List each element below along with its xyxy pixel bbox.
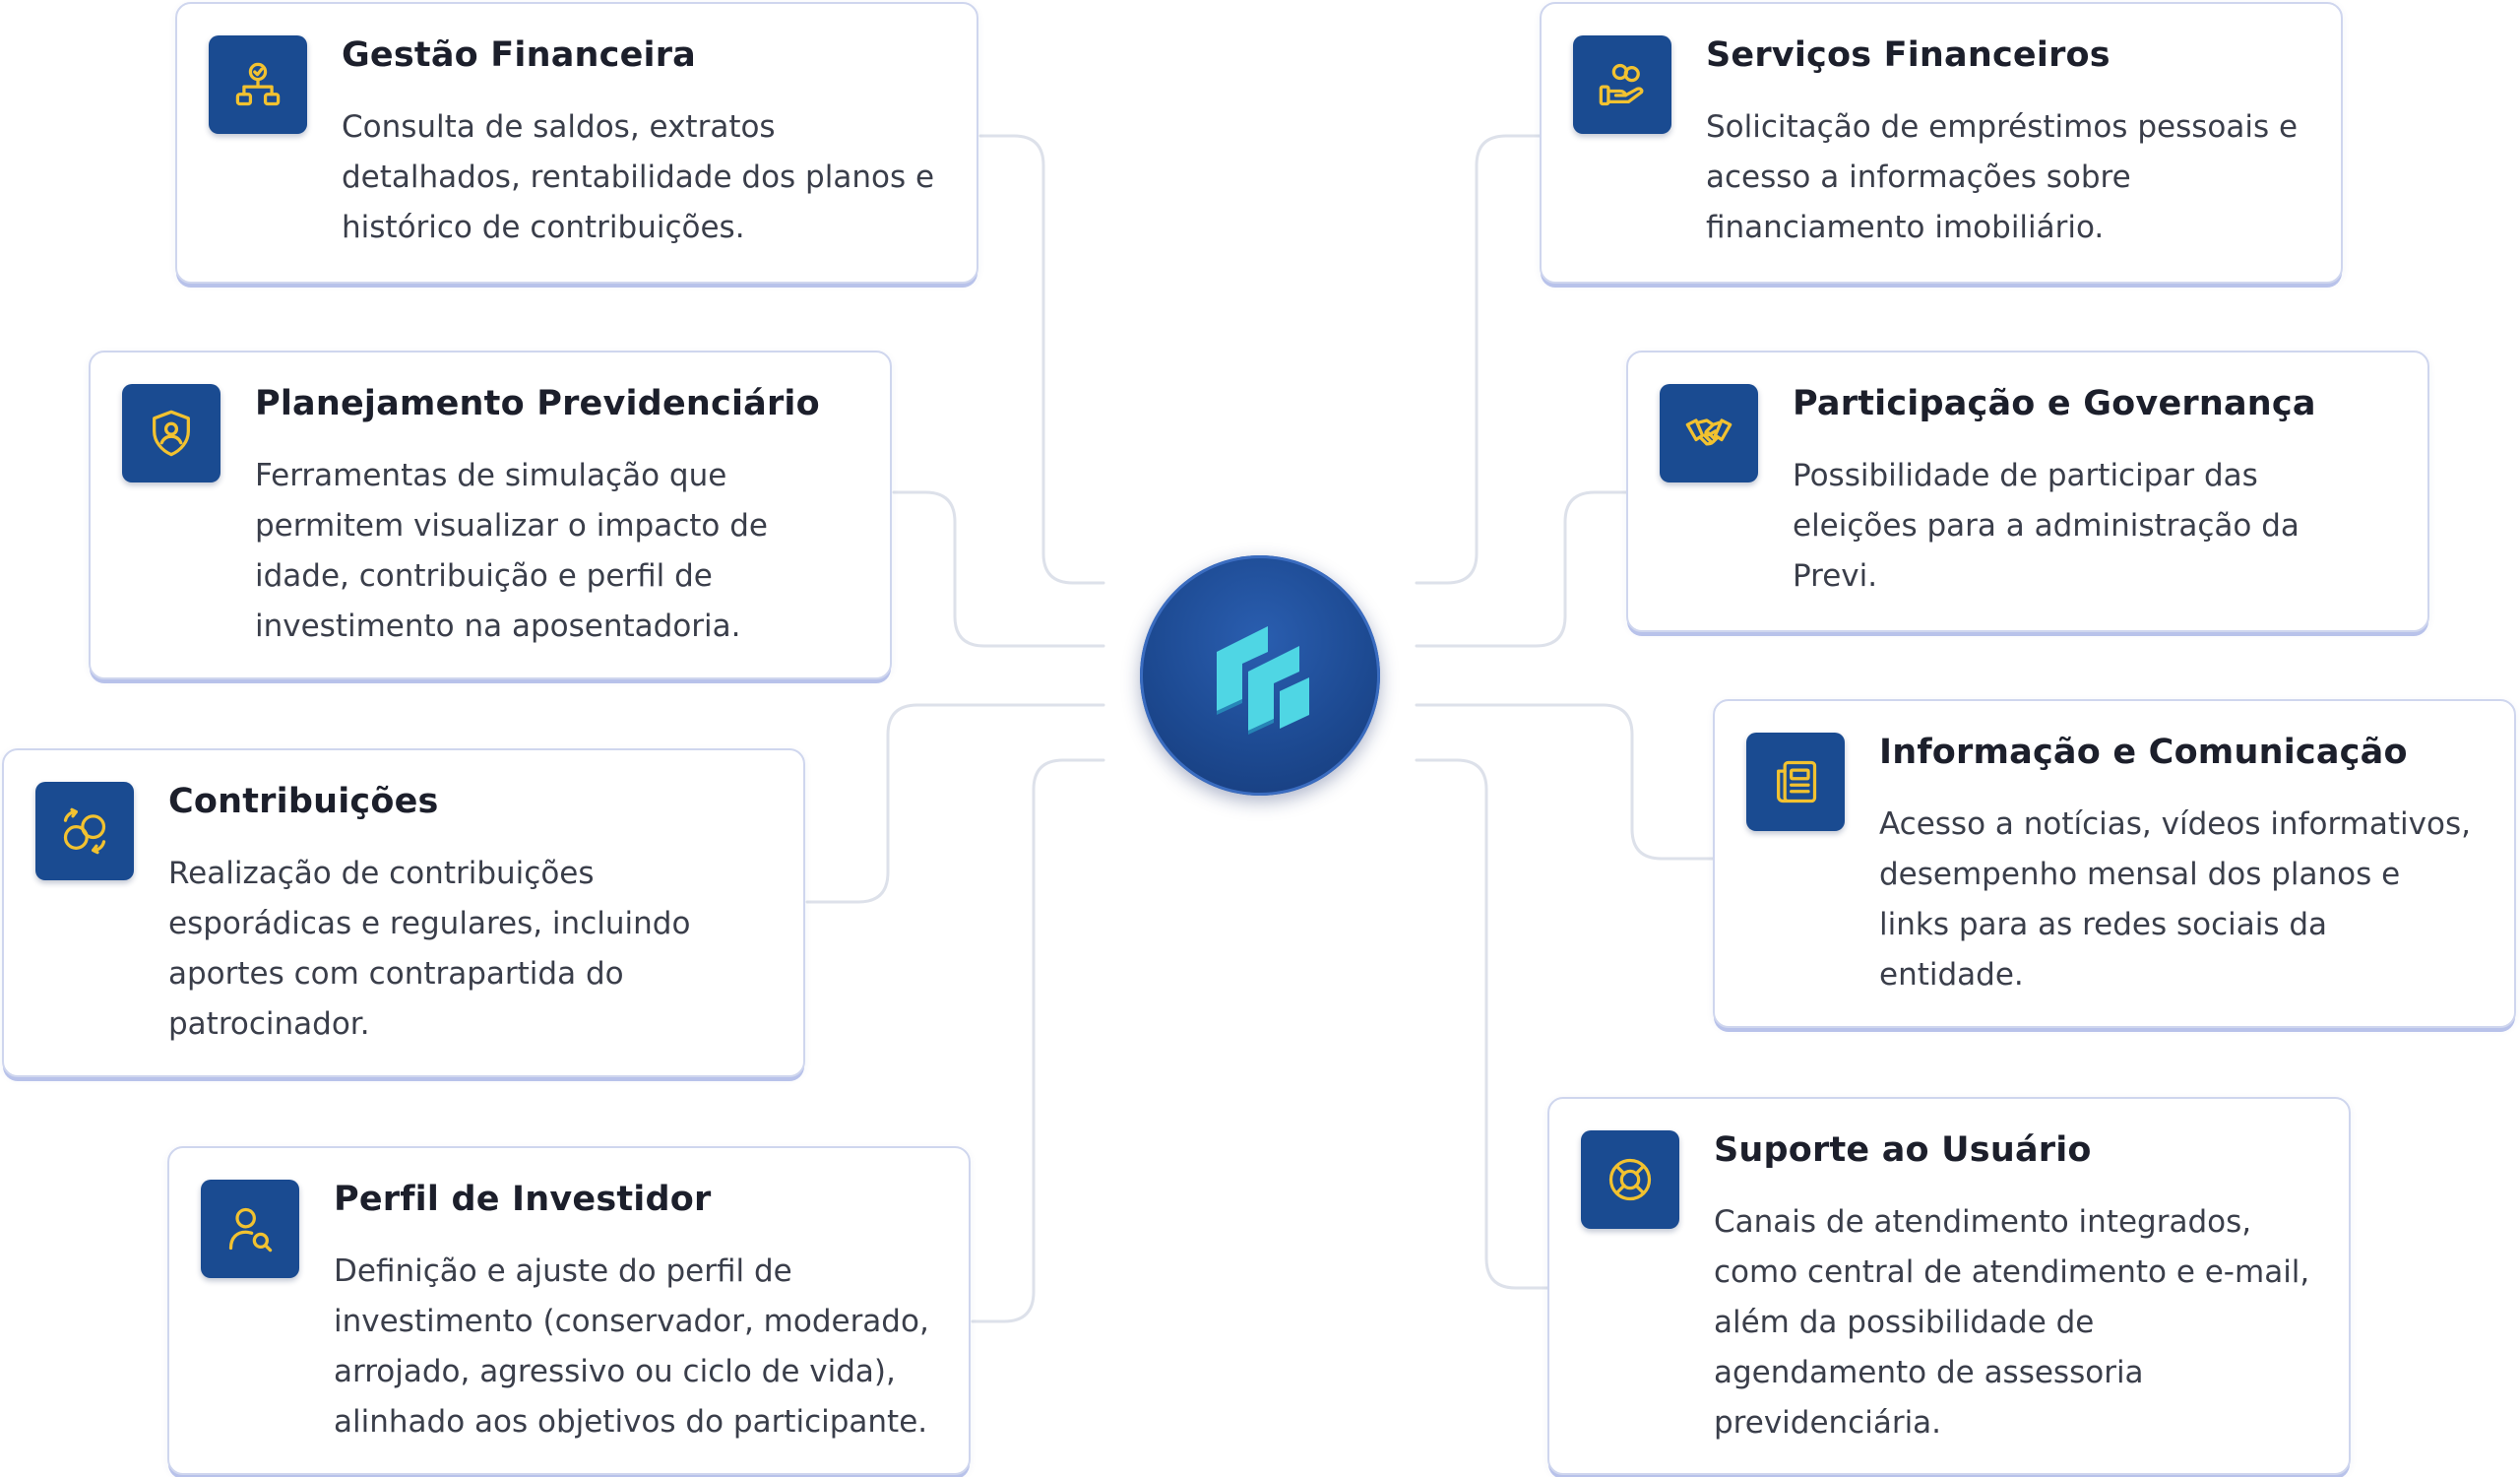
card-informacao-e-comunicacao: Informação e Comunicação Acesso a notíci… — [1713, 699, 2516, 1028]
card-servicos-financeiros: Serviços Financeiros Solicitação de empr… — [1540, 2, 2343, 284]
card-icon-box — [1581, 1130, 1679, 1229]
connector-suporte — [1415, 758, 1549, 1290]
card-description-line: aportes com contrapartida do — [168, 956, 624, 992]
card-description-line: detalhados, rentabilidade dos planos e — [342, 160, 935, 195]
card-description-line: previdenciária. — [1714, 1405, 1942, 1441]
card-icon-box — [1660, 384, 1758, 482]
card-description-line: Previ. — [1793, 558, 1878, 594]
card-description-line: Ferramentas de simulação que — [255, 458, 727, 493]
card-description-line: Canais de atendimento integrados, — [1714, 1204, 2252, 1240]
connector-participacao — [1415, 490, 1628, 648]
newspaper-icon — [1777, 760, 1817, 803]
card-description-line: acesso a informações sobre — [1706, 160, 2131, 195]
card-description-line: Consulta de saldos, extratos — [342, 109, 776, 145]
card-planejamento-previdenciario: Planejamento Previdenciário Ferramentas … — [89, 351, 892, 679]
user-search-icon — [228, 1207, 273, 1252]
card-icon-box — [201, 1180, 299, 1278]
card-description-line: Solicitação de empréstimos pessoais e — [1706, 109, 2299, 145]
connector-servicos — [1415, 134, 1542, 585]
card-description-line: patrocinador. — [168, 1006, 370, 1042]
card-description-line: alinhado aos objetivos do participante. — [334, 1404, 928, 1440]
card-title: Suporte ao Usuário — [1714, 1130, 2092, 1170]
card-title: Contribuições — [168, 782, 439, 821]
shield-user-icon — [153, 410, 190, 457]
coins-exchange-icon — [63, 807, 106, 855]
card-title: Gestão Financeira — [342, 35, 696, 75]
connector-contribuicoes — [805, 703, 1105, 904]
card-title: Participação e Governança — [1793, 384, 2316, 423]
card-description-line: idade, contribuição e perfil de — [255, 558, 713, 594]
hub-logo — [1140, 555, 1380, 796]
card-description-line: como central de atendimento e e-mail, — [1714, 1254, 2310, 1290]
card-icon-box — [35, 782, 134, 880]
card-description-line: links para as redes sociais da — [1879, 907, 2328, 942]
card-participacao-e-governanca: Participação e Governança Possibilidade … — [1626, 351, 2429, 632]
card-description-line: Acesso a notícias, vídeos informativos, — [1879, 806, 2471, 842]
connector-perfil — [971, 758, 1105, 1323]
card-title: Informação e Comunicação — [1879, 733, 2408, 772]
card-description-line: além da possibilidade de — [1714, 1305, 2095, 1340]
card-description: Possibilidade de participar das eleições… — [1793, 451, 2403, 602]
card-description: Acesso a notícias, vídeos informativos, … — [1879, 800, 2489, 1000]
card-description: Solicitação de empréstimos pessoais e ac… — [1706, 102, 2316, 253]
card-description: Consulta de saldos, extratos detalhados,… — [342, 102, 952, 253]
card-gestao-financeira: Gestão Financeira Consulta de saldos, ex… — [175, 2, 978, 284]
hand-coins-icon — [1599, 63, 1644, 106]
card-description-line: desempenho mensal dos planos e — [1879, 857, 2401, 892]
connector-gestao — [978, 134, 1105, 585]
card-title: Planejamento Previdenciário — [255, 384, 820, 423]
card-icon-box — [1573, 35, 1671, 134]
card-description-line: agendamento de assessoria — [1714, 1355, 2144, 1390]
lifebuoy-icon — [1608, 1158, 1652, 1201]
card-description-line: investimento (conservador, moderado, — [334, 1304, 929, 1339]
card-description-line: Realização de contribuições — [168, 856, 595, 891]
card-description-line: investimento na aposentadoria. — [255, 609, 741, 644]
card-description-line: financiamento imobiliário. — [1706, 210, 2105, 245]
card-description: Definição e ajuste do perfil de investim… — [334, 1247, 944, 1447]
card-icon-box — [122, 384, 220, 482]
card-description-line: esporádicas e regulares, incluindo — [168, 906, 691, 941]
card-description: Ferramentas de simulação que permitem vi… — [255, 451, 865, 652]
card-description-line: entidade. — [1879, 957, 2024, 993]
card-perfil-de-investidor: Perfil de Investidor Definição e ajuste … — [167, 1146, 971, 1475]
card-description-line: histórico de contribuições. — [342, 210, 745, 245]
card-suporte-ao-usuario: Suporte ao Usuário Canais de atendimento… — [1547, 1097, 2351, 1475]
card-description: Realização de contribuições esporádicas … — [168, 849, 779, 1050]
card-description-line: Definição e ajuste do perfil de — [334, 1253, 792, 1289]
card-description: Canais de atendimento integrados, como c… — [1714, 1197, 2324, 1448]
handshake-icon — [1685, 418, 1732, 446]
previ-logo-icon — [1217, 626, 1309, 735]
org-chart-icon — [235, 62, 281, 106]
card-icon-box — [1746, 733, 1845, 831]
card-icon-box — [209, 35, 307, 134]
connector-planejamento — [892, 490, 1105, 648]
connector-informacao — [1415, 703, 1715, 861]
card-contribuicoes: Contribuições Realização de contribuiçõe… — [2, 748, 805, 1077]
card-title: Serviços Financeiros — [1706, 35, 2110, 75]
card-title: Perfil de Investidor — [334, 1180, 712, 1219]
card-description-line: permitem visualizar o impacto de — [255, 508, 768, 544]
card-description-line: arrojado, agressivo ou ciclo de vida), — [334, 1354, 896, 1389]
card-description-line: Possibilidade de participar das — [1793, 458, 2258, 493]
card-description-line: eleições para a administração da — [1793, 508, 2300, 544]
